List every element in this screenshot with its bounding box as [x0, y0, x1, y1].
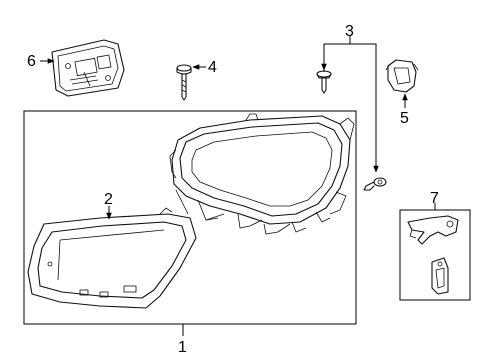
- screw-drawing-upper: [316, 70, 332, 94]
- callout-4: 4: [208, 59, 217, 76]
- bracket-drawing-upper: [407, 215, 459, 245]
- bracket-drawing-lower: [431, 257, 449, 295]
- headlamp-lens-drawing: [27, 207, 197, 309]
- callout-5: 5: [400, 110, 409, 127]
- bulb-socket-drawing: [385, 59, 419, 93]
- callout-3: 3: [345, 23, 354, 40]
- screw-drawing-lower: [363, 177, 387, 191]
- mounting-bolt-drawing: [176, 64, 192, 101]
- callout-2: 2: [104, 191, 113, 208]
- callout-1: 1: [178, 339, 187, 356]
- control-module-drawing: [51, 39, 125, 97]
- headlamp-housing-drawing: [169, 113, 355, 235]
- callout-7: 7: [430, 190, 439, 207]
- callout-6: 6: [27, 53, 36, 70]
- assembly-frame: [23, 110, 357, 325]
- bracket-kit-box: [399, 209, 471, 301]
